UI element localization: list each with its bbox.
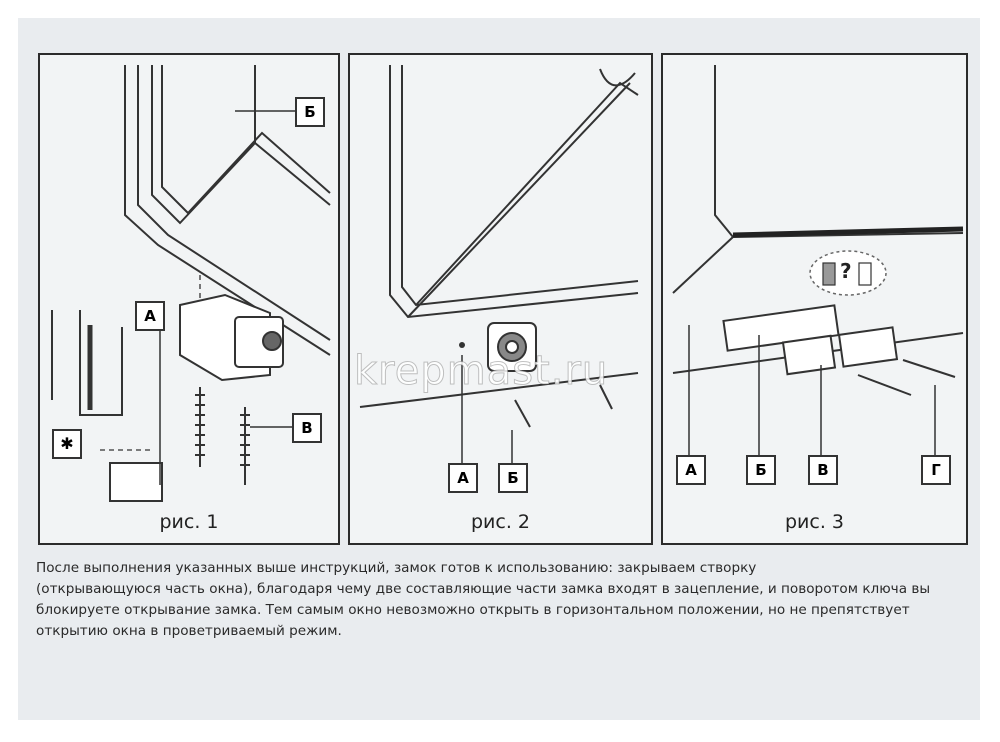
figure-1-drawing <box>51 65 331 502</box>
label-g: Г <box>921 455 951 485</box>
paragraph-line: блокируете открывание замка. Тем самым о… <box>36 602 910 618</box>
watermark: krepmast.ru <box>353 348 609 395</box>
label-a: А <box>135 301 165 331</box>
label-b: Б <box>746 455 776 485</box>
label-v: В <box>808 455 838 485</box>
figure-3-caption: рис. 3 <box>784 511 845 533</box>
figure-1: Б А В ✱ рис. 1 <box>38 53 340 545</box>
figure-2-drawing <box>359 65 639 465</box>
figure-2: А Б рис. 2 <box>348 53 653 545</box>
label-asterisk: ✱ <box>52 429 82 459</box>
label-b: Б <box>498 463 528 493</box>
figure-2-caption: рис. 2 <box>470 511 531 533</box>
instruction-sheet: Б А В ✱ рис. 1 <box>18 18 980 720</box>
label-v: В <box>292 413 322 443</box>
figure-1-caption: рис. 1 <box>159 511 219 533</box>
label-a: А <box>448 463 478 493</box>
label-a: А <box>676 455 706 485</box>
paragraph-line: открытию окна в проветриваемый режим. <box>36 623 342 639</box>
paragraph-line: (открывающуюся часть окна), благодаря че… <box>36 581 931 597</box>
paragraph-line: После выполнения указанных выше инструкц… <box>36 560 757 576</box>
figure-3-drawing <box>672 65 964 455</box>
question-mark: ? <box>840 259 852 283</box>
instruction-paragraph: После выполнения указанных выше инструкц… <box>36 558 936 642</box>
figure-3: ? А Б В Г рис. 3 <box>661 53 968 545</box>
label-b: Б <box>295 97 325 127</box>
